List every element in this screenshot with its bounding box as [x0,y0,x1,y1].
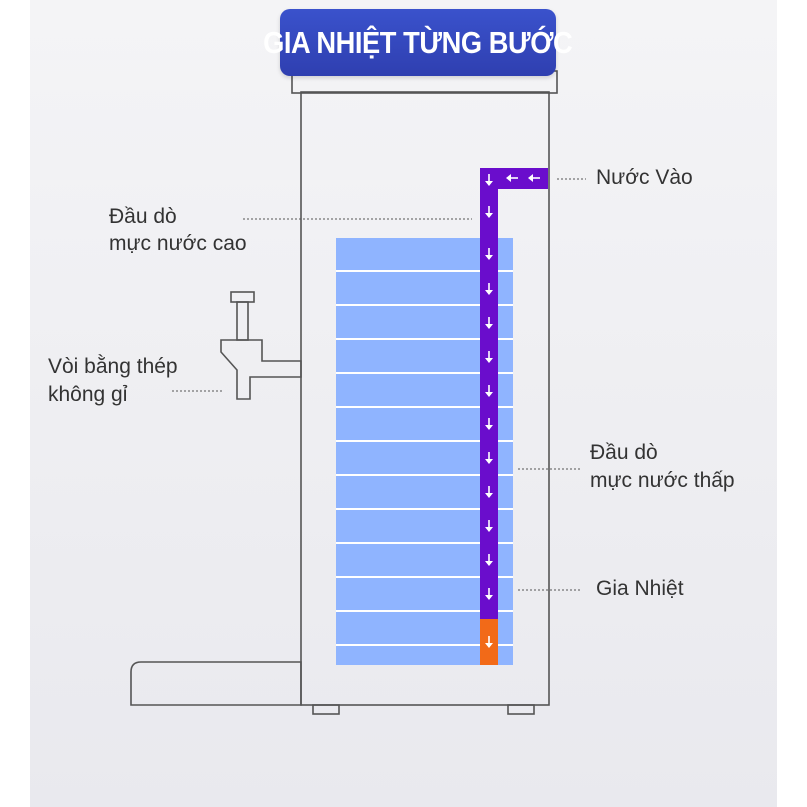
flow-arrows [485,174,540,648]
faucet [220,291,302,400]
arrow-left-icon [506,174,518,182]
label-high-probe-line2: mực nước cao [109,232,247,255]
arrow-down-icon [485,174,493,186]
arrow-down-icon [485,317,493,329]
base-plate [130,661,302,706]
arrow-down-icon [485,283,493,295]
arrow-down-icon [485,554,493,566]
title-banner: GIA NHIỆT TỪNG BƯỚC [263,9,573,76]
arrow-down-icon [485,248,493,260]
page-title: GIA NHIỆT TỪNG BƯỚC [263,24,573,60]
boiler-body [300,91,550,706]
label-low-probe-line1: Đầu dò [590,441,658,464]
label-low-probe-line2: mực nước thấp [590,469,735,492]
arrow-down-icon [485,351,493,363]
label-heater: Gia Nhiệt [596,577,684,600]
arrow-down-icon [485,588,493,600]
arrow-left-icon [528,174,540,182]
arrow-down-icon [485,452,493,464]
label-faucet-line1: Vòi bằng thép [48,355,178,378]
arrow-down-icon [485,385,493,397]
arrow-down-icon [485,636,493,648]
label-water-in: Nước Vào [596,166,693,189]
label-faucet-line2: không gỉ [48,383,128,406]
foot-right [507,704,535,715]
foot-left [312,704,340,715]
arrow-down-icon [485,486,493,498]
arrow-down-icon [485,206,493,218]
leader-lines [172,178,586,591]
label-high-probe-line1: Đầu dò [109,205,177,228]
arrow-down-icon [485,418,493,430]
arrow-down-icon [485,520,493,532]
